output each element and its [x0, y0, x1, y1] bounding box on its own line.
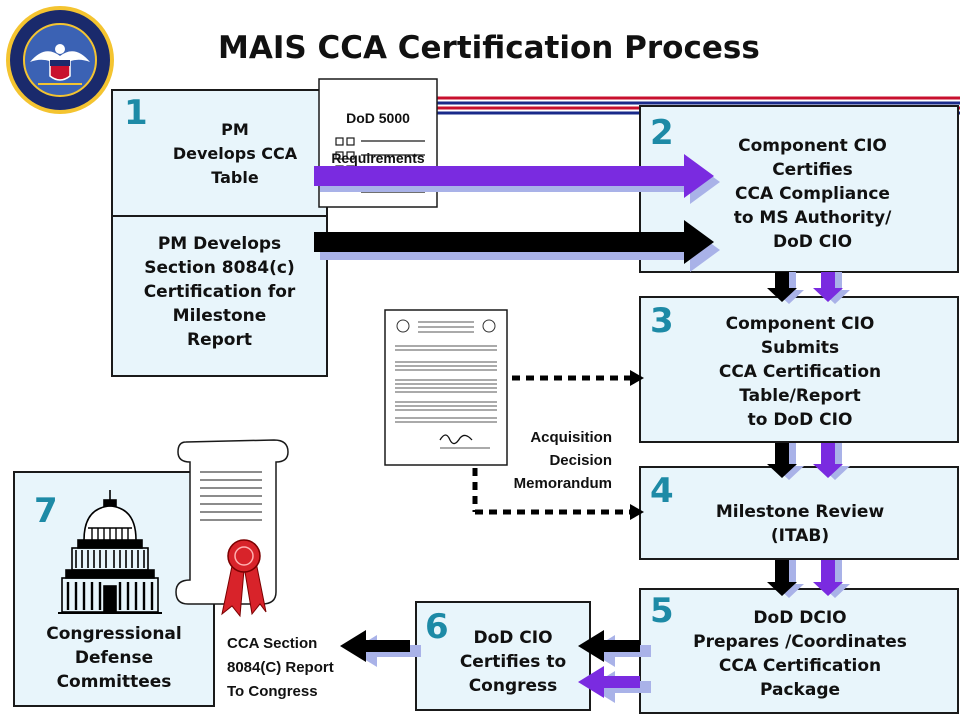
step-1-text: PM Develops CCA Table: [172, 120, 298, 187]
arrow-step3-to-step4: [767, 443, 850, 480]
step-7-text: Congressional Defense Committees: [46, 624, 182, 692]
step-1-number: 1: [124, 93, 148, 133]
arrow-step1-to-step2: [314, 154, 720, 204]
step-5-text: DoD DCIO Prepares /Coordinates CCA Certi…: [693, 608, 907, 700]
step-1b-text: PM Develops Section 8084(c) Certificatio…: [143, 234, 296, 350]
step-5-number: 5: [650, 591, 674, 631]
page-title: MAIS CCA Certification Process: [218, 30, 760, 66]
step-6-number: 6: [425, 607, 449, 647]
report-label: CCA Section 8084(C) Report To Congress: [227, 635, 334, 700]
step-6-text: DoD CIO Certifies to Congress: [459, 628, 567, 696]
step-1-box: [111, 89, 328, 219]
step-4-number: 4: [650, 471, 674, 511]
requirements-doc-title: DoD 5000 Requirements: [319, 88, 437, 168]
memorandum-document-icon: [384, 309, 508, 466]
memo-label: Acquisition Decision Memorandum: [513, 429, 612, 492]
arrow-step2-to-step3: [767, 272, 850, 304]
step-3-number: 3: [650, 301, 674, 341]
dotted-connector-memo-to-step3: [512, 370, 644, 386]
step-4-text: Milestone Review (ITAB): [715, 502, 885, 546]
requirements-line1: DoD 5000: [346, 110, 410, 126]
step-4-box: [639, 466, 959, 560]
dod-seal-icon: [6, 6, 114, 114]
step-6-box: [415, 601, 591, 711]
arrow-step6-to-congress: [340, 630, 421, 667]
arrow-step5-to-step6: [578, 630, 651, 703]
capitol-building-icon: [58, 490, 162, 614]
certificate-scroll-icon: [175, 439, 289, 618]
arrow-step4-to-step5: [767, 560, 850, 598]
requirements-line2: Requirements: [331, 150, 425, 166]
dotted-connector-memo-to-step4: [472, 468, 644, 520]
step-2-number: 2: [650, 113, 674, 153]
step-3-text: Component CIO Submits CCA Certification …: [718, 314, 882, 430]
step-3-box: [639, 296, 959, 443]
step-2-text: Component CIO Certifies CCA Compliance t…: [733, 136, 892, 252]
step-7-number: 7: [34, 491, 58, 531]
step-1b-box: [111, 215, 328, 377]
arrow-step1b-to-step2: [314, 220, 720, 272]
